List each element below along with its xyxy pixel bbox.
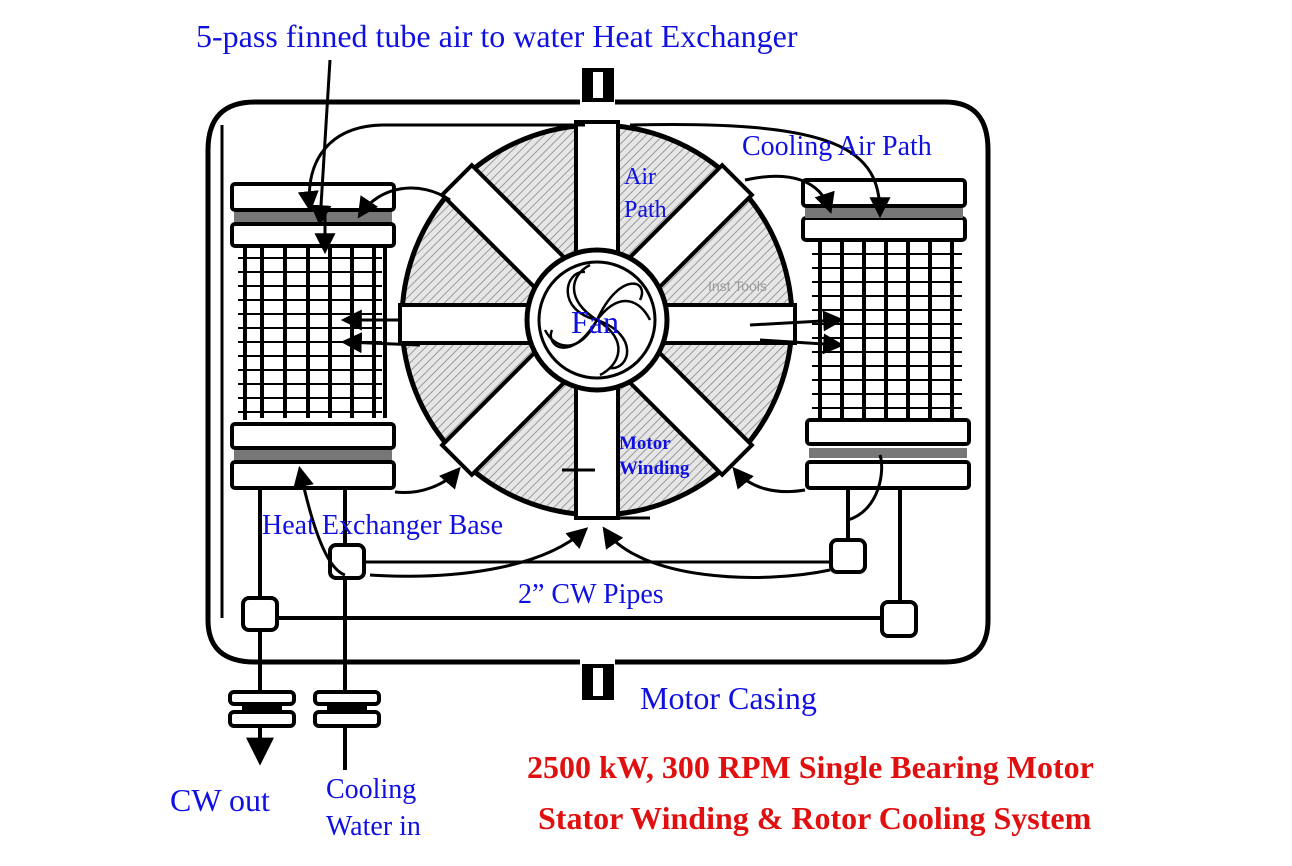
cooling-air-path-label: Cooling Air Path: [742, 131, 932, 162]
motor-casing-label: Motor Casing: [640, 680, 817, 716]
fan-label: Fan: [571, 304, 619, 340]
right-heat-exchanger: [801, 178, 971, 490]
air-path-label-line1: Air: [624, 164, 656, 190]
cooling-water-in-line1: Cooling: [326, 774, 417, 805]
bottom-bearing-flange: [582, 664, 614, 700]
cw-pipes-label: 2” CW Pipes: [518, 579, 664, 610]
motor-casing-outline: [205, 99, 991, 665]
heat-exchanger-base-label: Heat Exchanger Base: [262, 510, 503, 541]
cw-pipes: [258, 488, 902, 692]
title-line2: Stator Winding & Rotor Cooling System: [538, 800, 1092, 836]
top-bearing-flange: [582, 68, 614, 102]
heat-exchanger-title: 5-pass finned tube air to water Heat Exc…: [196, 18, 798, 54]
motor-winding-label-line1: Motor: [619, 433, 671, 454]
cooling-water-in-line2: Water in: [326, 811, 421, 842]
title-line1: 2500 kW, 300 RPM Single Bearing Motor: [527, 749, 1094, 785]
cw-out-label: CW out: [170, 782, 270, 818]
motor-winding-label-line2: Winding: [619, 458, 690, 479]
pipe-flow-arrows: [293, 454, 884, 579]
cw-out-connection: [228, 690, 296, 766]
watermark: Inst Tools: [708, 278, 767, 294]
air-path-label-line2: Path: [624, 197, 667, 223]
air-path-arrows: [297, 59, 891, 495]
cw-in-connection: [313, 690, 381, 770]
fan-hub: [524, 247, 670, 393]
left-heat-exchanger: [230, 182, 396, 490]
